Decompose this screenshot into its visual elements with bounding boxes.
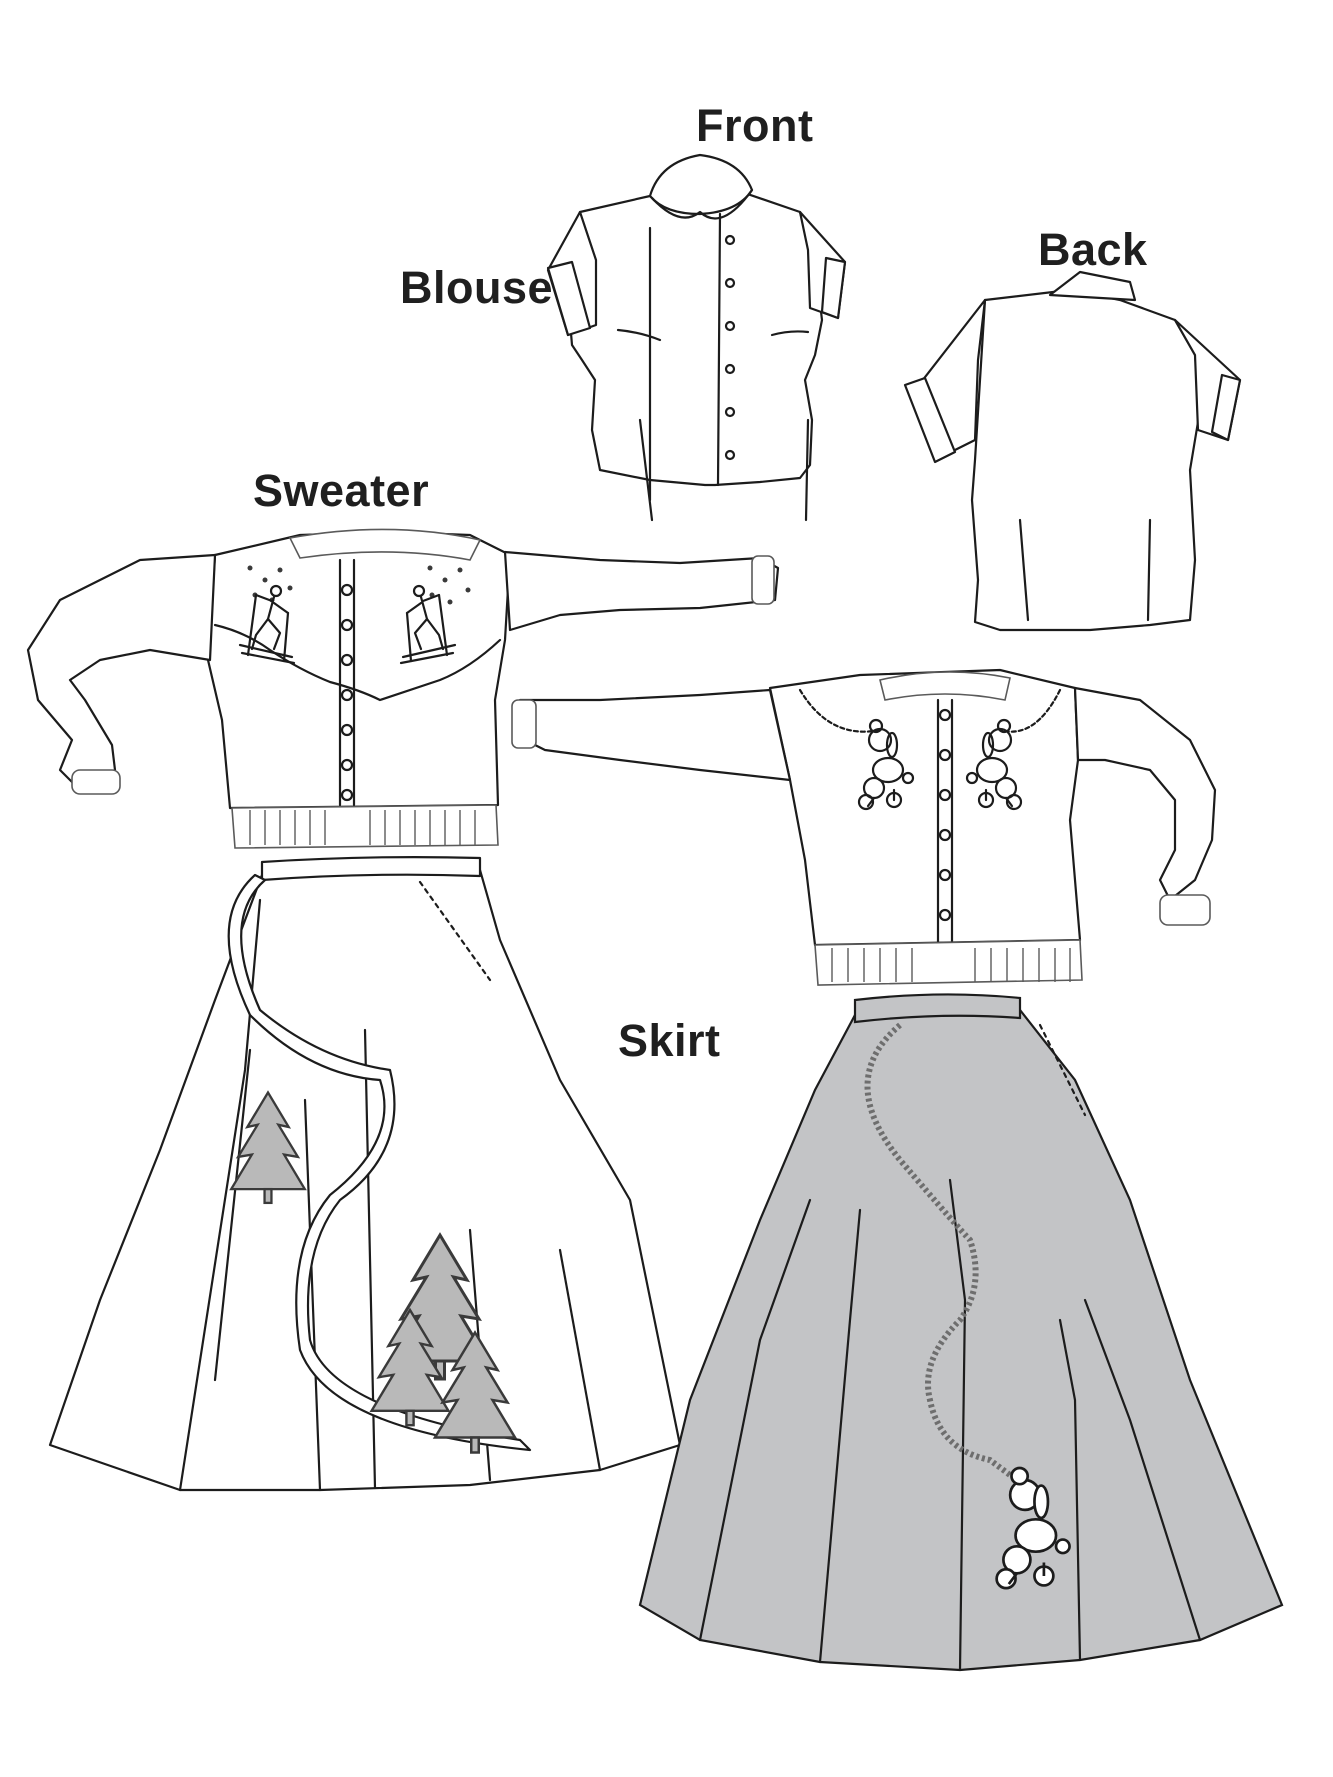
skirt-poodle [638, 993, 1284, 1672]
blouse-label: Blouse [400, 262, 554, 313]
front-label: Front [696, 100, 814, 151]
blouse-back [903, 270, 1242, 632]
blouse-front [546, 153, 847, 522]
back-label: Back [1038, 224, 1148, 275]
sweater-ski [26, 528, 780, 849]
skirt-label: Skirt [618, 1015, 721, 1066]
sweater-poodle [511, 668, 1217, 986]
sweater-label: Sweater [253, 465, 430, 516]
skirt-trees [48, 856, 682, 1492]
